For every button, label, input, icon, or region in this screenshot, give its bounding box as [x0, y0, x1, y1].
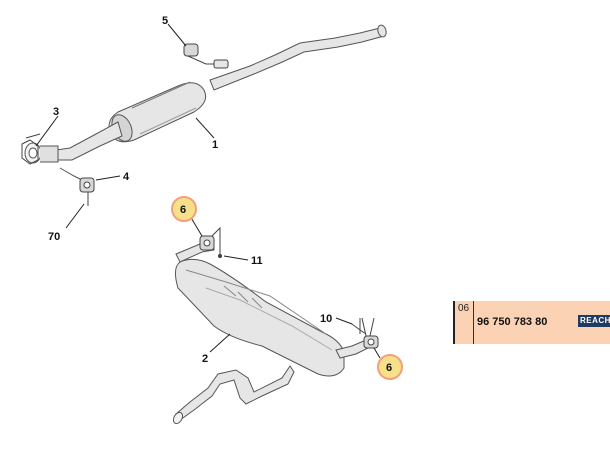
- part-3-clamp: [21, 133, 41, 165]
- reach-badge: REACH: [578, 315, 610, 327]
- highlight-ring-6-front: [171, 196, 197, 222]
- callout-3: 3: [53, 106, 59, 118]
- part-reference-box: 06 96 750 783 80 REACH: [453, 301, 610, 344]
- callout-5: 5: [162, 15, 168, 27]
- part-11-bolt: [217, 242, 223, 259]
- callout-11: 11: [251, 255, 263, 267]
- part-number: 96 750 783 80: [477, 316, 548, 328]
- part-6-rubber-mount-front: [199, 226, 221, 251]
- highlight-ring-6-rear: [377, 354, 403, 380]
- part-5-rubber-mount: [183, 43, 229, 69]
- part-10-bracket: [351, 318, 367, 335]
- reference-divider: [473, 301, 474, 344]
- part-1-front-silencer-pipe: [24, 24, 387, 181]
- part-6-rubber-mount-rear: [361, 317, 379, 349]
- part-4-rubber-mount: [79, 177, 95, 206]
- callout-1: 1: [212, 139, 218, 151]
- callout-4: 4: [123, 171, 130, 183]
- callout-70: 70: [48, 231, 60, 243]
- part-2-rear-silencer: [172, 241, 369, 425]
- callout-6-rear: 6: [386, 362, 392, 374]
- leader-lines: [35, 23, 381, 359]
- callout-6-front: 6: [180, 204, 186, 216]
- revision-label: 06: [458, 303, 470, 314]
- callout-10: 10: [320, 313, 332, 325]
- callout-2: 2: [202, 353, 208, 365]
